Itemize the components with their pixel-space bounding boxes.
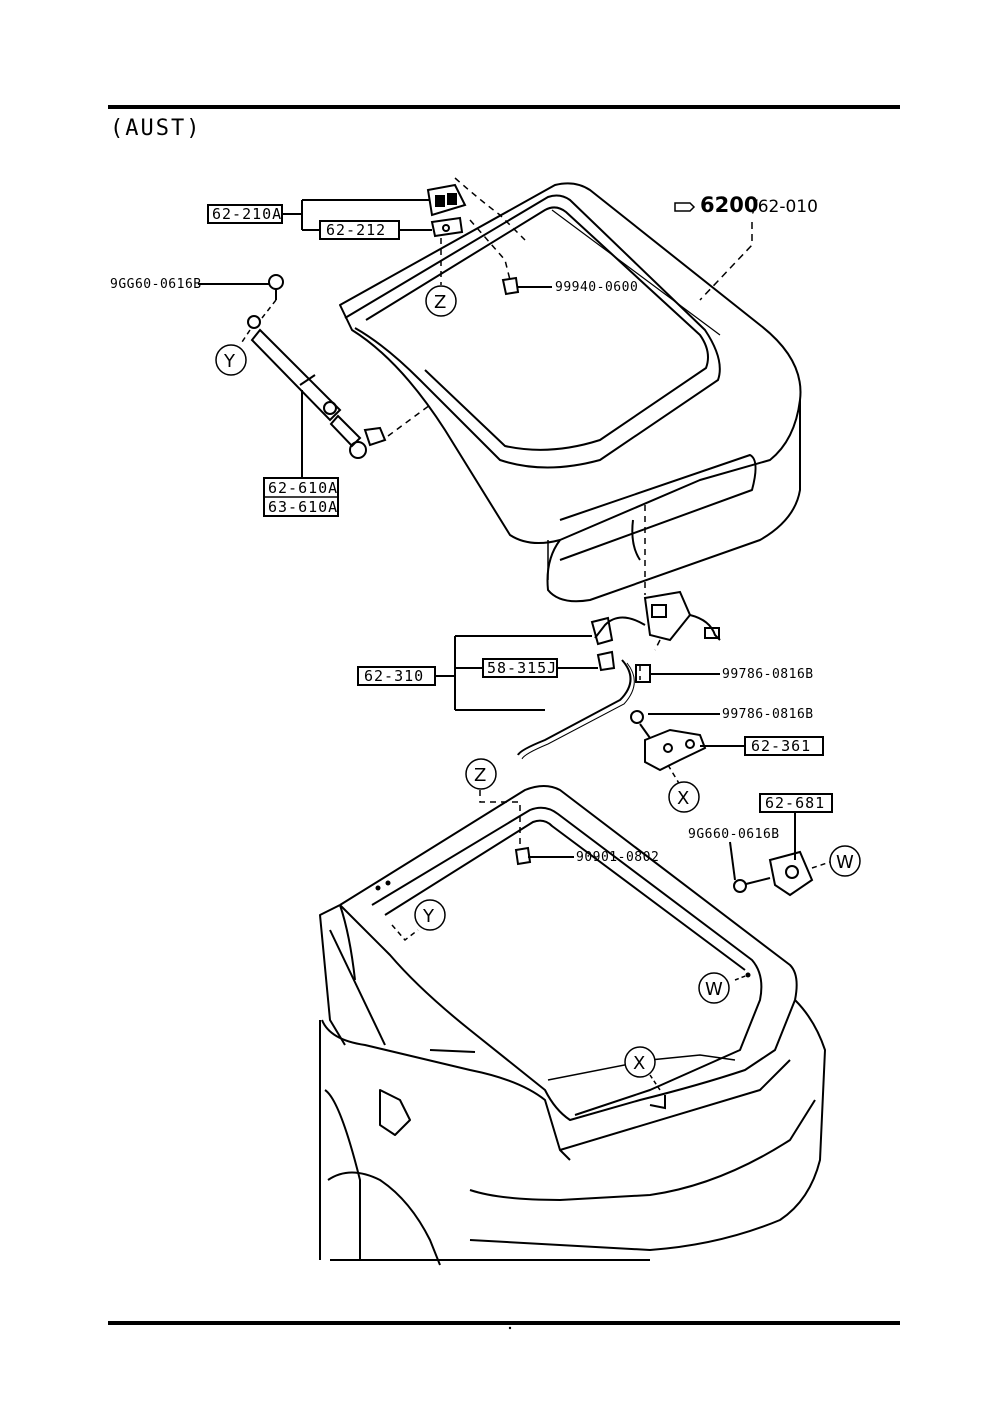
clip-nut-99940	[501, 276, 520, 296]
label-99786-0816B-lower: 99786-0816B	[722, 707, 814, 722]
box-62-681	[759, 793, 833, 813]
callout-y-upper-text: Y	[223, 351, 236, 372]
striker-62-361	[630, 710, 707, 772]
car-body-drawing	[319, 785, 826, 1266]
box-62-210A	[207, 204, 283, 224]
ref-main: 6200	[700, 193, 758, 217]
label-62-210A: 62-210A	[212, 205, 282, 223]
callout-w-upper-text: W	[836, 852, 854, 873]
footer-dot	[508, 1326, 512, 1330]
callout-y-lower	[414, 899, 446, 931]
box-62-361	[744, 736, 824, 756]
callout-w-upper	[829, 845, 861, 877]
bolt-99786-upper	[635, 664, 651, 683]
callout-y-upper	[215, 344, 247, 376]
hinge-part	[426, 183, 467, 238]
callout-x-upper-text: X	[677, 788, 689, 809]
label-58-315J: 58-315J	[487, 659, 557, 677]
label-62-361: 62-361	[751, 737, 811, 755]
callout-x-lower-text: X	[633, 1053, 645, 1074]
label-99786-0816B-upper: 99786-0816B	[722, 667, 814, 682]
callout-y-lower-text: Y	[422, 906, 435, 927]
label-62-610A: 62-610A	[268, 479, 338, 497]
reference-arrow-icon	[674, 202, 696, 212]
callout-w-lower-text: W	[705, 979, 723, 1000]
label-62-681: 62-681	[765, 794, 825, 812]
label-9GG60-0616B: 9GG60-0616B	[110, 277, 202, 292]
callout-x-upper	[668, 781, 700, 813]
region-label: (AUST)	[110, 116, 201, 141]
label-63-610A: 63-610A	[268, 498, 338, 516]
label-99940-0600: 99940-0600	[555, 280, 638, 295]
box-62-212	[319, 220, 400, 240]
lock-assembly	[517, 590, 721, 760]
callout-z-lower	[465, 758, 497, 790]
label-62-212: 62-212	[326, 221, 386, 239]
callout-z-upper	[425, 285, 457, 317]
label-90901-0802: 90901-0802	[576, 850, 659, 865]
box-62-310	[357, 666, 436, 686]
clip-nut-90901	[514, 846, 532, 866]
box-58-315J	[482, 658, 558, 678]
callout-x-lower	[624, 1046, 656, 1078]
label-9G660-0616B: 9G660-0616B	[688, 827, 780, 842]
label-62-310: 62-310	[364, 667, 424, 685]
bracket-62-681	[733, 850, 814, 897]
callout-z-upper-text: Z	[434, 292, 446, 313]
ref-sub: /62-010	[752, 197, 818, 217]
callout-z-lower-text: Z	[474, 765, 486, 786]
tailgate-drawing	[339, 182, 802, 603]
gas-strut	[247, 274, 387, 459]
callout-w-lower	[698, 972, 730, 1004]
